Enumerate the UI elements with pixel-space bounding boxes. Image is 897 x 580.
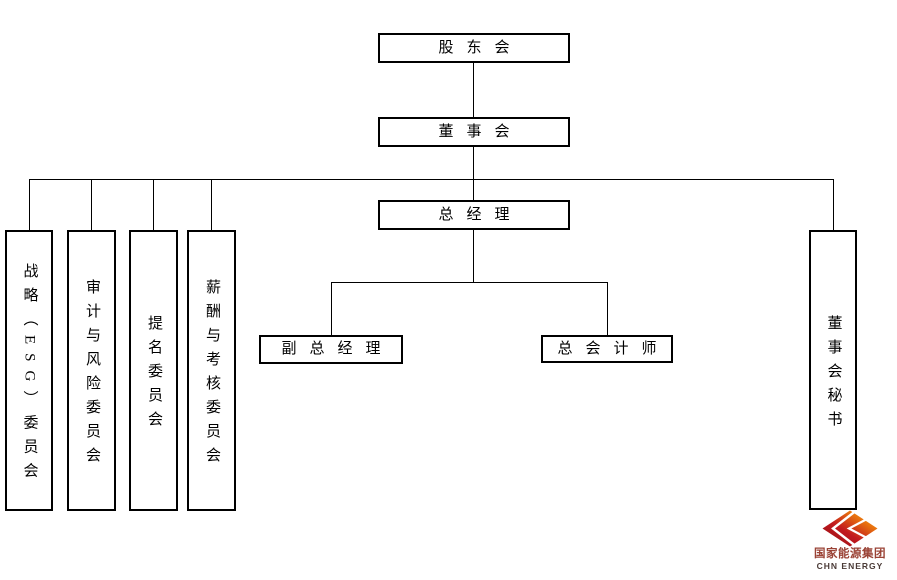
node-audit-risk-committee: 审计与风险委员会: [67, 230, 116, 511]
node-board-secretary-label: 董事会秘书: [825, 314, 842, 435]
node-board-of-directors: 董事会: [378, 117, 570, 147]
chn-energy-diamond-icon: [822, 510, 878, 547]
node-nomination-committee-label: 提名委员会: [146, 315, 162, 435]
node-chief-accountant: 总会计师: [541, 335, 673, 363]
node-remuneration-assessment-committee: 薪酬与考核委员会: [187, 230, 236, 511]
connector-general-manager-down: [473, 230, 474, 282]
connector-board-general-manager: [473, 147, 474, 200]
connector-drop-board-secretary: [833, 180, 834, 230]
node-strategy-esg-committee: 战略（ESG）委员会: [5, 230, 53, 511]
node-shareholders-meeting: 股东会: [378, 33, 570, 63]
node-chief-accountant-label: 总会计师: [557, 340, 670, 357]
connector-drop-nomination-committee: [153, 180, 154, 230]
chn-energy-logo: 国家能源集团 CHN ENERGY: [806, 510, 894, 571]
connector-drop-deputy-general-manager: [331, 283, 332, 335]
connector-drop-chief-accountant: [607, 283, 608, 335]
node-strategy-esg-committee-label: 战略（ESG）委员会: [21, 263, 38, 487]
node-board-label: 董事会: [438, 123, 523, 140]
node-general-manager-label: 总经理: [438, 206, 523, 223]
node-remuneration-assessment-committee-label: 薪酬与考核委员会: [204, 279, 220, 471]
connector-gm-sub-horizontal: [331, 282, 608, 283]
connector-shareholders-board: [473, 63, 474, 117]
node-board-secretary: 董事会秘书: [809, 230, 857, 510]
node-deputy-general-manager: 副总经理: [259, 335, 403, 364]
connector-drop-audit-risk-committee: [91, 180, 92, 230]
node-shareholders-label: 股东会: [438, 39, 523, 56]
node-nomination-committee: 提名委员会: [129, 230, 178, 511]
connector-board-main-horizontal: [29, 179, 834, 180]
logo-company-name-en: CHN ENERGY: [816, 560, 884, 571]
logo-company-name-cn: 国家能源集团: [814, 548, 886, 560]
node-deputy-general-manager-label: 副总经理: [281, 341, 394, 357]
connector-drop-remuneration-committee: [211, 180, 212, 230]
node-audit-risk-committee-label: 审计与风险委员会: [84, 279, 100, 471]
connector-drop-strategy-esg-committee: [29, 180, 30, 230]
node-general-manager: 总经理: [378, 200, 570, 230]
